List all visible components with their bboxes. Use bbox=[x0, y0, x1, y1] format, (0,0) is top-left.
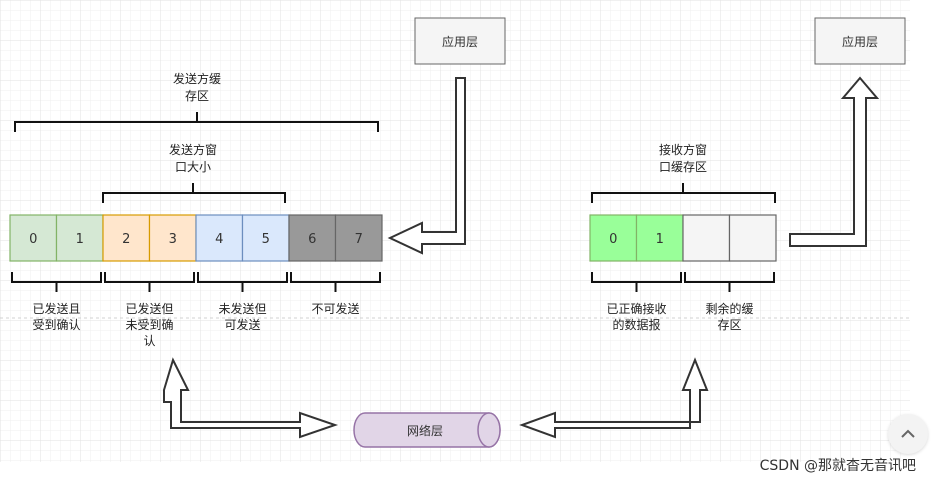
recv-group-label-0-1: 的数据报 bbox=[612, 317, 660, 332]
send-cell-6 bbox=[288, 214, 337, 262]
recv-buffer-label-line1: 接收方窗 bbox=[659, 142, 707, 157]
recv-group-label-0-0: 已正确接收 bbox=[606, 301, 666, 316]
recv-to-app-arrow bbox=[789, 76, 880, 247]
send-group-label-2-0: 未发送但 bbox=[218, 301, 266, 316]
send-group-bracket-3 bbox=[290, 272, 381, 292]
send-group-label-0-0: 已发送且 bbox=[32, 301, 80, 316]
send-cell-label-6: 6 bbox=[308, 232, 316, 247]
send-window-label-line2: 口大小 bbox=[175, 160, 211, 174]
send-group-label-1-2: 认 bbox=[143, 334, 155, 348]
recv-cell-3 bbox=[728, 214, 777, 262]
recv-group-bracket-1 bbox=[684, 272, 775, 292]
send-window-bracket bbox=[102, 183, 286, 203]
send-group-label-1-0: 已发送但 bbox=[125, 301, 173, 316]
recv-cell-1 bbox=[635, 214, 684, 262]
send-group-label-2-1: 可发送 bbox=[224, 317, 260, 332]
send-group-bracket-0 bbox=[11, 272, 102, 292]
send-group-bracket-2 bbox=[197, 272, 288, 292]
app-to-send-arrow bbox=[387, 77, 466, 255]
send-group-bracket-1 bbox=[104, 272, 195, 292]
send-cell-label-0: 0 bbox=[29, 232, 37, 247]
chevron-up-icon bbox=[901, 429, 915, 438]
send-buffer-bracket bbox=[14, 112, 379, 132]
recv-cell-label-0: 0 bbox=[609, 232, 617, 247]
send-cell-label-3: 3 bbox=[169, 232, 177, 247]
app-layer-right-label: 应用层 bbox=[842, 34, 878, 49]
send-cell-label-7: 7 bbox=[355, 232, 363, 247]
recv-cell-label-1: 1 bbox=[656, 232, 664, 247]
network-layer-label: 网络层 bbox=[407, 423, 443, 438]
send-group-label-0-1: 受到确认 bbox=[32, 318, 80, 332]
send-window-label-line1: 发送方窗 bbox=[169, 142, 217, 157]
csdn-watermark: CSDN @那就杳无音讯吧 bbox=[760, 457, 916, 474]
send-cell-label-2: 2 bbox=[122, 232, 130, 247]
app-layer-left-box: 应用层 bbox=[414, 17, 506, 65]
scroll-top-button[interactable] bbox=[888, 414, 928, 454]
send-cell-1 bbox=[55, 214, 104, 262]
send-network-double-arrow bbox=[163, 357, 339, 439]
recv-buffer-label-line2: 口缓存区 bbox=[659, 160, 707, 174]
recv-group-label-1-0: 剩余的缓 bbox=[705, 301, 753, 316]
send-group-label-1-1: 未受到确 bbox=[125, 318, 173, 332]
send-group-label-3-0: 不可发送 bbox=[311, 301, 359, 316]
app-layer-left-label: 应用层 bbox=[442, 34, 478, 49]
recv-cell-0 bbox=[589, 214, 638, 262]
recv-cell-2 bbox=[682, 214, 731, 262]
send-cell-7 bbox=[334, 214, 383, 262]
send-cell-4 bbox=[195, 214, 244, 262]
recv-group-bracket-0 bbox=[591, 272, 682, 292]
send-cell-label-1: 1 bbox=[76, 232, 84, 247]
recv-buffer-bracket bbox=[591, 183, 776, 203]
app-layer-right-box: 应用层 bbox=[814, 17, 906, 65]
recv-group-label-1-1: 存区 bbox=[717, 318, 741, 332]
send-cell-5 bbox=[241, 214, 290, 262]
send-buffer-label-line2: 存区 bbox=[185, 89, 209, 103]
send-buffer-label-line1: 发送方缓 bbox=[173, 71, 221, 86]
send-cell-label-5: 5 bbox=[262, 232, 270, 247]
send-buffer-cells: 0 1 2 3 4 5 6 7 bbox=[9, 214, 383, 262]
network-layer-cylinder: 网络层 bbox=[353, 412, 501, 448]
recv-network-double-arrow bbox=[519, 357, 709, 439]
send-cell-label-4: 4 bbox=[215, 232, 223, 247]
